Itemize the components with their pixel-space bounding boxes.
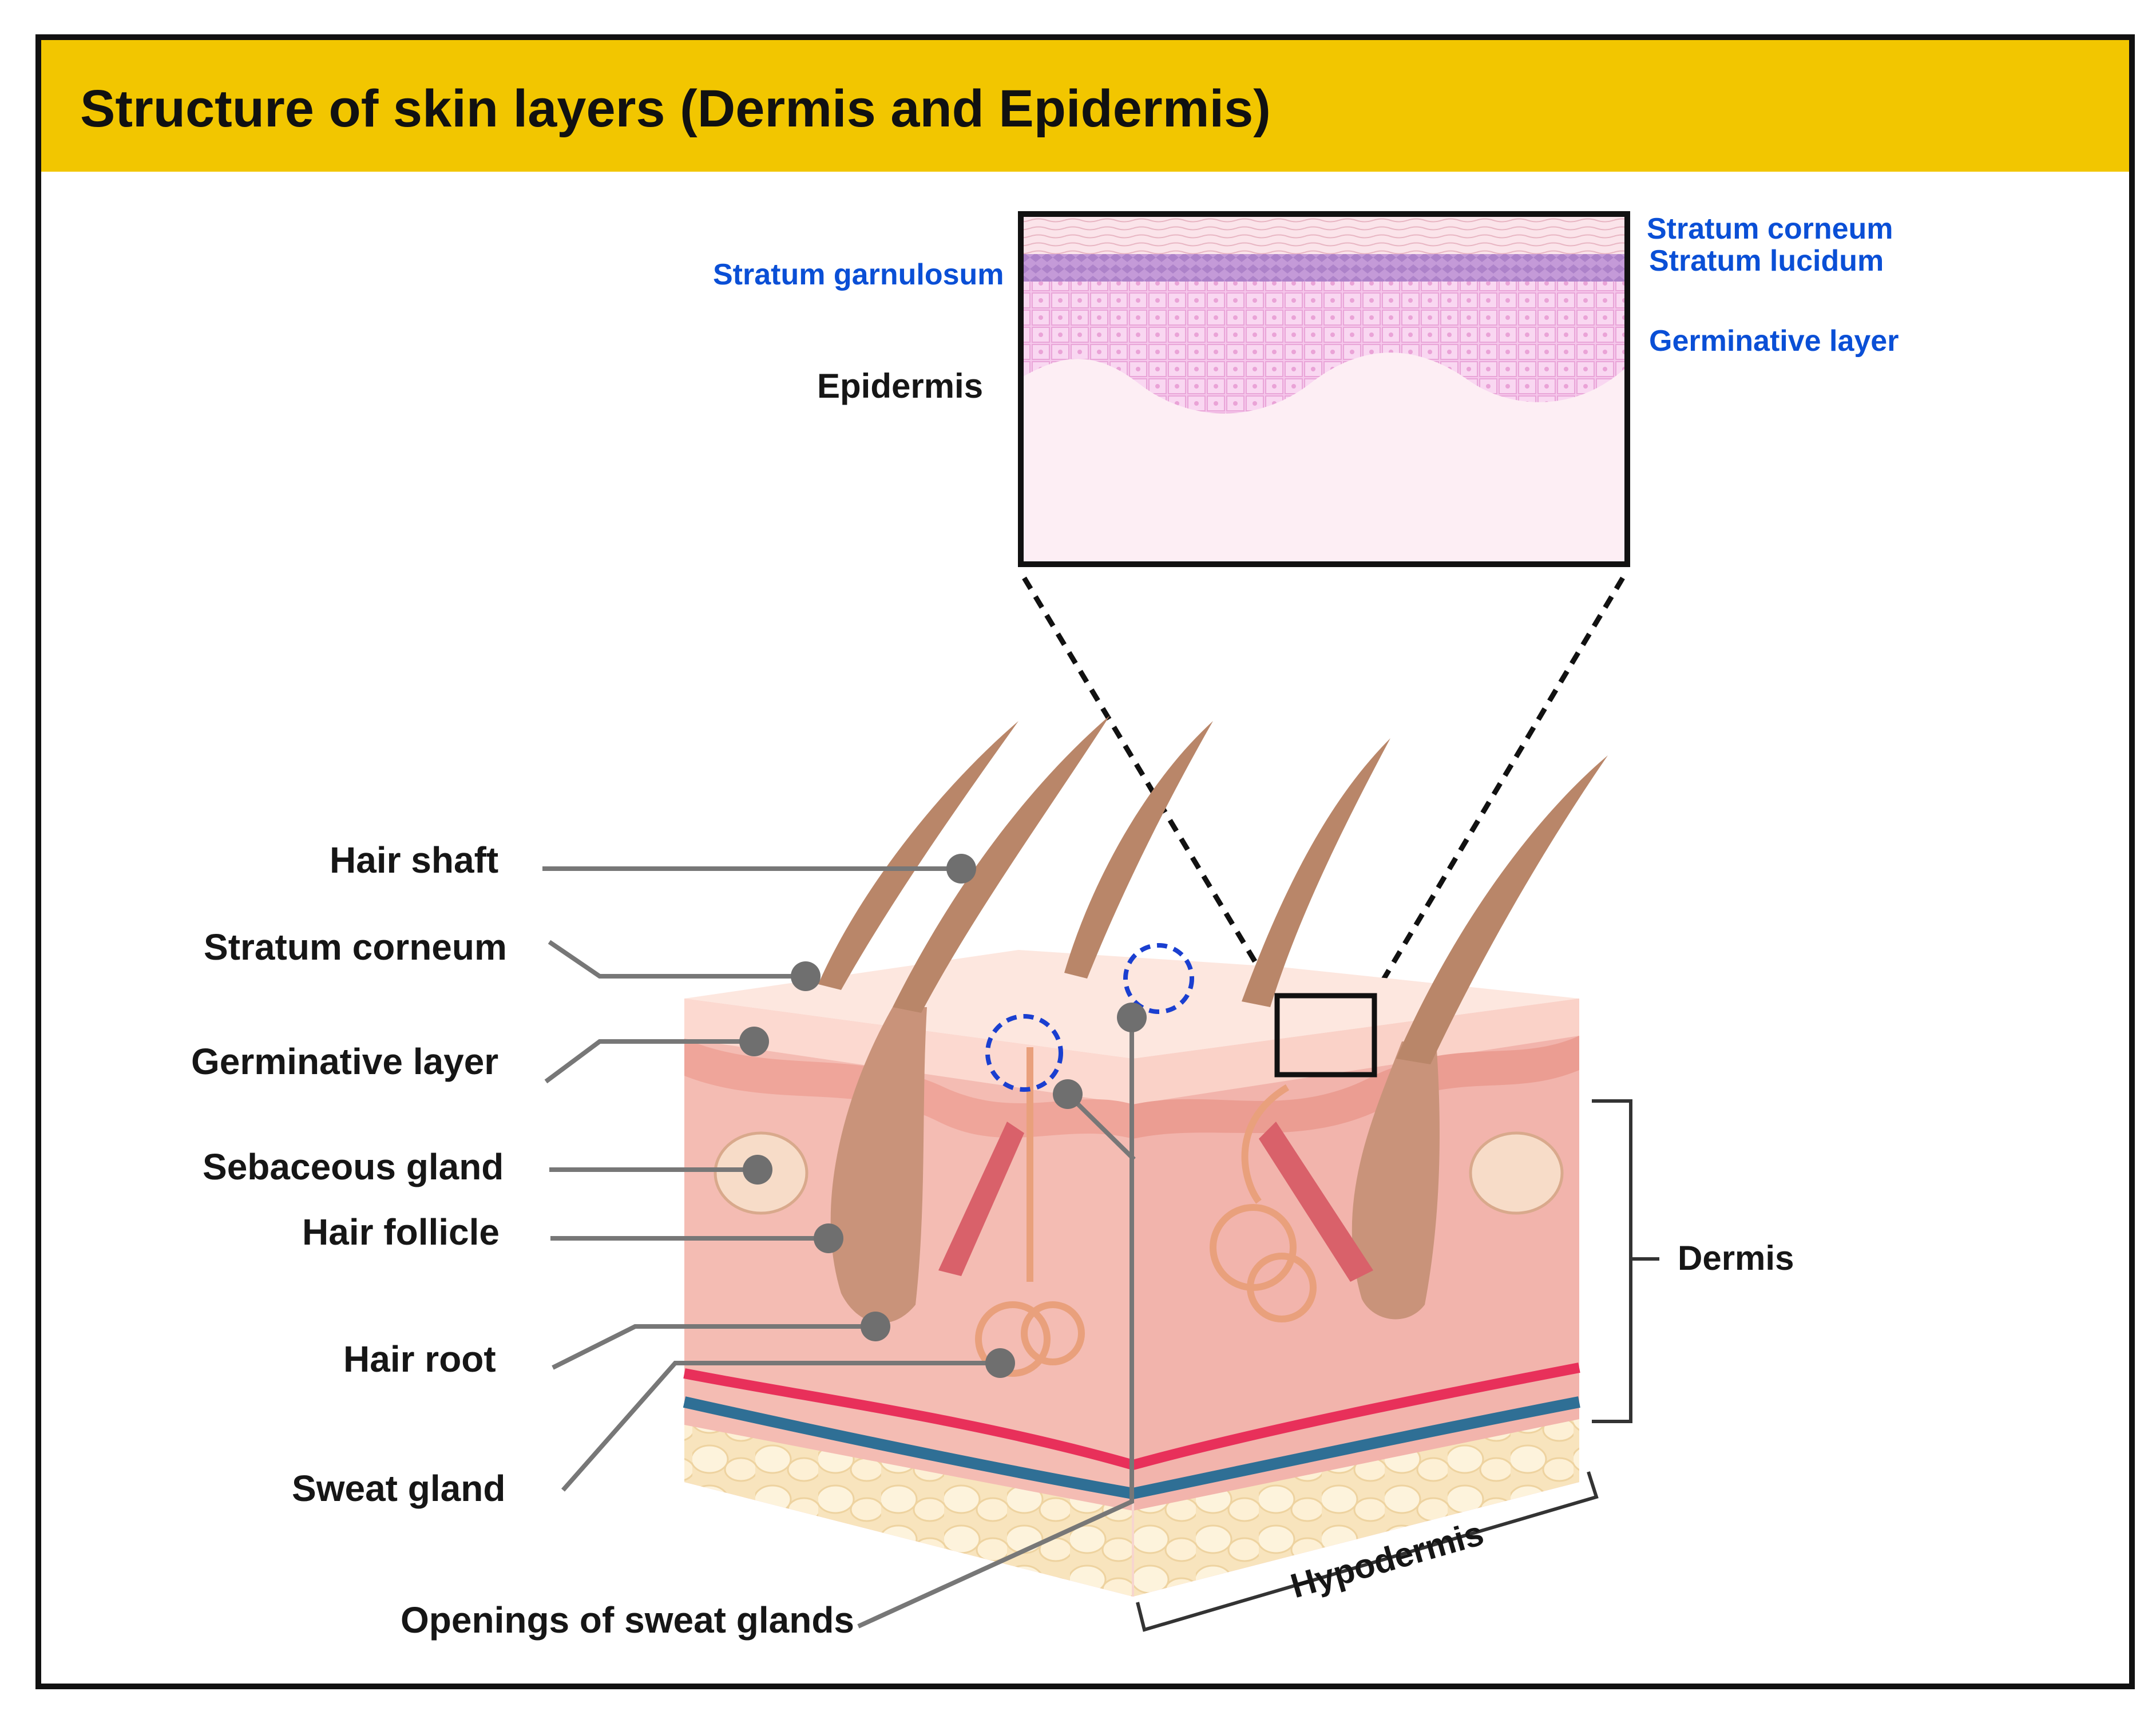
dermis-bracket [1592,1099,1659,1423]
leader-dots [739,854,1147,1378]
dot-hair-follicle [814,1223,843,1253]
germinative-band-right [1133,1036,1579,1139]
label-inset-stratum-lucidum: Stratum lucidum [1649,244,1884,278]
sweat-gland-right [1210,1084,1317,1322]
label-inset-germinative-layer: Germinative layer [1649,324,1899,358]
leader-openings-of-sweat-glands [857,1017,1134,1629]
label-dermis: Dermis [1678,1239,1794,1277]
inset-stratum-corneum [1021,214,1627,254]
label-germinative-layer: Germinative layer [191,1041,499,1082]
skin-block [683,715,1608,1597]
arrector-muscle-left [938,1122,1024,1276]
epidermis-band-right [1133,999,1579,1104]
leader-openings-branch [1066,1092,1136,1161]
dot-sweat-gland [985,1348,1015,1378]
leader-sweat-gland [561,1361,1000,1492]
hair-shaft-4 [1242,738,1390,1007]
label-stratum-corneum: Stratum corneum [204,926,507,968]
inset-germinative-layer [1021,282,1627,414]
label-openings-of-sweat-glands: Openings of sweat glands [401,1599,854,1641]
sweat-pore-marker-1 [985,1014,1063,1092]
label-hair-root: Hair root [343,1338,496,1380]
label-inset-stratum-corneum: Stratum corneum [1647,212,1893,245]
zoom-box [1274,993,1377,1078]
label-hair-shaft: Hair shaft [330,839,499,881]
title-banner [41,40,2129,172]
sweat-gland-left [975,1047,1085,1377]
hair-shaft-3 [1064,721,1213,979]
title-banner-bg [41,40,2129,172]
hair-follicle-left [830,1007,927,1324]
sebaceous-gland-right [1469,1131,1564,1215]
label-inset-epidermis: Epidermis [817,367,984,405]
dot-hair-root [861,1312,890,1341]
leader-stratum-corneum [548,940,806,979]
zoom-line-left [1022,576,1274,991]
zoom-line-right [1376,576,1625,991]
diagram-title: Structure of skin layers (Dermis and Epi… [80,80,1271,138]
hair-shaft-5 [1396,755,1608,1064]
dot-germinative-layer [739,1027,769,1056]
dot-stratum-corneum [791,961,821,991]
arrector-muscle-right [1259,1122,1373,1282]
dot-openings-branch [1053,1079,1083,1109]
label-stratum-garnulosum: Stratum garnulosum [713,258,1004,291]
leader-lines [542,866,1136,1629]
hypodermis-bracket [1136,1471,1599,1632]
sweat-pore-marker-2 [1123,943,1194,1014]
hair-follicle-right [1352,1041,1440,1320]
hair-shaft-1 [818,721,1018,990]
label-sweat-gland: Sweat gland [292,1468,506,1509]
dot-hair-shaft [946,854,976,884]
dot-openings-of-sweat-glands [1117,1003,1147,1032]
hair-shaft-2 [893,715,1110,1013]
inset-border [1018,211,1630,567]
label-sebaceous-gland: Sebaceous gland [203,1146,504,1187]
dot-sebaceous-gland [743,1155,772,1185]
label-hair-follicle: Hair follicle [302,1211,500,1253]
leader-germinative-layer [544,1039,754,1084]
inset-stratum-lucidum [1021,254,1627,282]
leader-hair-root [552,1324,875,1370]
epidermis-inset [1018,211,1630,567]
